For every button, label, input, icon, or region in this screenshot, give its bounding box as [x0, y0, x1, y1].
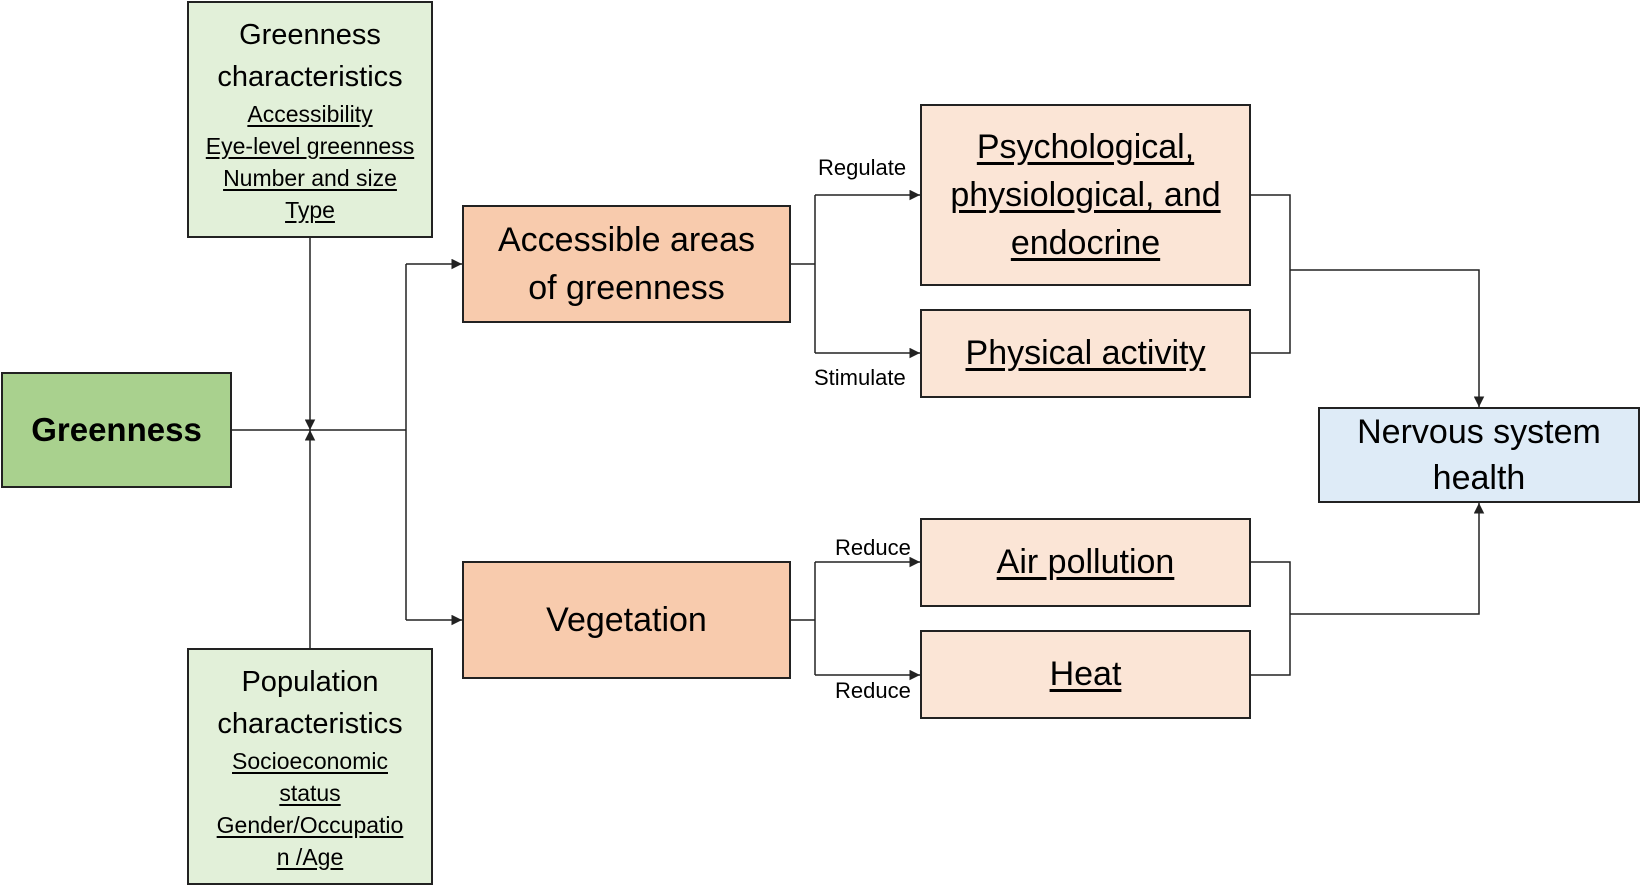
list-item: Gender/Occupatio	[216, 811, 404, 838]
stimulate-label: Stimulate	[814, 365, 906, 390]
greenness-node: Greenness	[1, 372, 232, 488]
list-item: Eye-level greenness	[205, 132, 415, 159]
list-item: Accessibility	[247, 100, 373, 127]
air-pollution-node: Air pollution	[920, 518, 1251, 607]
greenness-label: Greenness	[31, 411, 202, 448]
list-item: Type	[285, 196, 335, 223]
population-characteristics-node: Population characteristics Socioeconomic…	[187, 648, 433, 885]
regulate-label: Regulate	[818, 155, 907, 180]
air-pollution-label: Air pollution	[996, 543, 1175, 581]
accessible-areas-node: Accessible areas of greenness	[462, 205, 791, 323]
population-characteristics-title-2: characteristics	[217, 707, 403, 740]
psychological-label-1: Psychological,	[976, 128, 1195, 166]
upper-pathways-to-outcome-arrow	[1290, 269, 1485, 407]
greenness-characteristics-node: Greenness characteristics Accessibility …	[187, 1, 433, 238]
vegetation-label: Vegetation	[546, 600, 707, 639]
list-item: status	[279, 779, 341, 806]
accessible-areas-label-2: of greenness	[528, 269, 725, 307]
physical-activity-node: Physical activity	[920, 309, 1251, 398]
accessible-areas-label-1: Accessible areas	[497, 221, 755, 259]
psychological-label-2: physiological, and	[950, 176, 1221, 214]
nervous-system-label-2: health	[1432, 459, 1526, 497]
reduce-heat-label: Reduce	[835, 678, 911, 703]
vegetation-node: Vegetation	[462, 561, 791, 679]
psychological-node: Psychological, physiological, and endocr…	[920, 104, 1251, 286]
nervous-system-label-1: Nervous system	[1357, 413, 1601, 451]
list-item: n /Age	[276, 843, 344, 870]
list-item: Number and size	[223, 164, 397, 191]
population-characteristics-title-1: Population	[241, 665, 379, 698]
greenness-characteristics-title-2: characteristics	[217, 60, 403, 93]
physical-activity-label: Physical activity	[965, 334, 1206, 372]
lower-pathways-to-outcome-arrow	[1290, 503, 1485, 615]
heat-node: Heat	[920, 630, 1251, 719]
nervous-system-health-node: Nervous system health	[1318, 407, 1640, 503]
reduce-air-label: Reduce	[835, 535, 911, 560]
greenness-characteristics-title-1: Greenness	[239, 18, 381, 51]
heat-label: Heat	[1049, 655, 1122, 693]
psychological-label-3: endocrine	[1010, 224, 1161, 262]
list-item: Socioeconomic	[232, 747, 388, 774]
